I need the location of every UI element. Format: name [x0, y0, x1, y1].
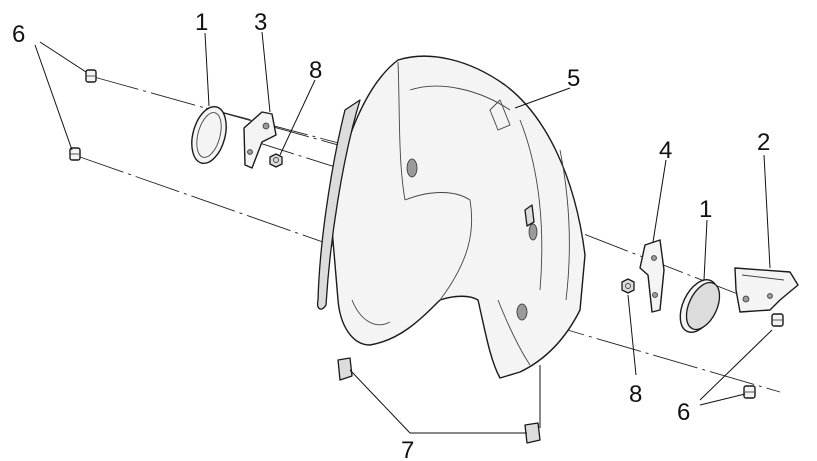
nut-left: [269, 153, 283, 168]
bracket-right: [639, 239, 665, 313]
clip-left: [337, 357, 353, 381]
callout-1-right: 1: [699, 196, 712, 223]
fender-mount-hole-right-upper: [528, 223, 538, 241]
screw-right-lower: [743, 385, 756, 399]
callout-6-right: 6: [677, 399, 690, 426]
callout-6-left: 6: [12, 21, 25, 48]
callout-4: 4: [659, 137, 672, 164]
fender-mount-hole-right-lower: [516, 303, 528, 321]
callout-8-left: 8: [309, 57, 322, 84]
callout-1-left: 1: [195, 9, 208, 36]
fender-clip-slot: [524, 204, 535, 227]
callouts: 1 3 6 8 5 4 2 1 8 6 7: [12, 9, 770, 461]
clip-right: [524, 422, 541, 444]
reflector-left: [191, 105, 227, 165]
front-fender: [316, 55, 586, 379]
fender-body: [329, 55, 586, 379]
screw-right-upper: [771, 313, 784, 327]
callout-7: 7: [401, 437, 414, 461]
reflector-bracket: [734, 267, 799, 313]
screw-left-upper: [85, 69, 97, 83]
fender-left-rib: [316, 99, 361, 310]
fender-mount-hole-top: [406, 158, 418, 178]
callout-2: 2: [757, 129, 770, 156]
reflector-right: [679, 279, 721, 333]
bracket-left: [243, 111, 277, 169]
callout-8-right: 8: [629, 381, 642, 408]
callout-3: 3: [254, 9, 267, 36]
leader-lines: [34, 31, 773, 434]
nut-right: [621, 278, 635, 294]
screw-left-lower: [69, 147, 81, 161]
callout-5: 5: [567, 65, 580, 92]
